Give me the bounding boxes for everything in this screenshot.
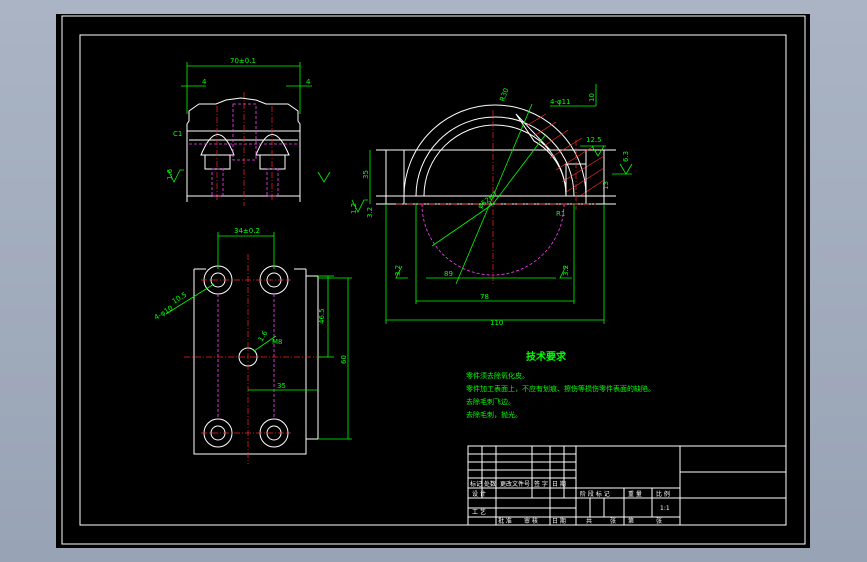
dim-r-label: R1 bbox=[556, 210, 565, 218]
tech-line-1: 零件须去除氧化皮。 bbox=[466, 371, 529, 380]
tb-sheet-no: 第 bbox=[628, 517, 634, 525]
dim-front-13: 13 bbox=[602, 181, 610, 190]
tb-date: 日 期 bbox=[552, 517, 566, 525]
dim-plan-width: 34±0.2 bbox=[234, 227, 260, 235]
dim-chamfer: C1 bbox=[173, 130, 182, 138]
tech-line-3: 去除毛刺飞边。 bbox=[466, 397, 515, 406]
tb-scale-value: 1:1 bbox=[660, 505, 670, 512]
dim-hole-dia: 4-φ10 bbox=[153, 304, 175, 322]
dim-front-89: 89 bbox=[444, 270, 453, 278]
dim-front-32-right: 3.2 bbox=[562, 265, 570, 276]
dim-center-label: M8 bbox=[272, 338, 283, 346]
dim-front-32: 3.2 bbox=[366, 207, 374, 218]
dim-center-depth: 1.6 bbox=[257, 329, 270, 343]
tb-scale: 比 例 bbox=[656, 490, 670, 498]
tb-weight: 重 量 bbox=[628, 490, 642, 498]
dim-front-32-left: 3.2 bbox=[394, 265, 402, 276]
dim-left-height: 1.6 bbox=[166, 168, 174, 180]
tb-process: 工 艺 bbox=[472, 508, 486, 516]
dim-height-465: 46.5 bbox=[318, 308, 326, 324]
tech-title: 技术要求 bbox=[526, 350, 567, 363]
dim-top-width: 70±0.1 bbox=[230, 57, 256, 65]
dim-rough-63: 6.3 bbox=[622, 151, 630, 162]
dim-front-12: 1.2 bbox=[350, 203, 358, 214]
tb-sign: 签 字 bbox=[534, 480, 548, 488]
tb-approve: 批 准 bbox=[498, 517, 512, 525]
top-view bbox=[186, 92, 301, 206]
outer-frame bbox=[61, 15, 806, 545]
tech-line-4: 去除毛刺，抛光。 bbox=[466, 410, 522, 419]
tb-date-col: 日 期 bbox=[552, 480, 566, 488]
dim-hole-depth: 10.5 bbox=[171, 291, 188, 306]
plan-dims: 34±0.2 4-φ10 10.5 1.6 M8 46.5 60 35 bbox=[153, 227, 352, 440]
inner-frame bbox=[79, 34, 787, 526]
dim-hole-4: 4-φ11 bbox=[550, 98, 571, 106]
dim-side-10: 10 bbox=[588, 93, 596, 102]
tb-check: 审 核 bbox=[524, 517, 538, 525]
front-view bbox=[376, 103, 616, 285]
tech-line-2: 零件加工表面上，不应有划痕、擦伤等损伤零件表面的缺陷。 bbox=[466, 384, 655, 393]
tb-sheet: 张 bbox=[610, 517, 616, 525]
dim-top-left: 4 bbox=[202, 78, 207, 86]
front-dims: R30 φ52H7 110 78 89 35 3.2 1.2 3.2 3.2 4… bbox=[350, 84, 633, 327]
title-block: 标记 处数 更改文件号 签 字 日 期 设 计 阶 段 标 记 重 量 比 例 … bbox=[467, 445, 787, 526]
cad-viewport[interactable]: 70±0.1 4 4 C1 1.6 34±0.2 bbox=[56, 14, 810, 548]
dim-top-right: 4 bbox=[306, 78, 311, 86]
dim-front-r: R30 bbox=[498, 87, 510, 103]
plan-view bbox=[184, 254, 328, 464]
tb-sheet-2: 张 bbox=[656, 517, 662, 525]
tb-design: 设 计 bbox=[472, 490, 486, 498]
tb-sheet-total: 共 bbox=[586, 517, 592, 525]
tb-count: 处数 bbox=[484, 480, 496, 488]
dim-rough-125: 12.5 bbox=[586, 136, 602, 144]
dim-offset-35: 35 bbox=[277, 382, 286, 390]
tb-stage: 阶 段 标 记 bbox=[580, 490, 610, 498]
top-dims: 70±0.1 4 4 C1 1.6 bbox=[166, 57, 331, 183]
drawing-canvas: 70±0.1 4 4 C1 1.6 34±0.2 bbox=[61, 15, 806, 545]
dim-front-78: 78 bbox=[480, 293, 489, 301]
dim-height-60: 60 bbox=[340, 355, 348, 364]
dim-front-35: 35 bbox=[362, 170, 370, 179]
tb-mark: 标记 bbox=[470, 480, 482, 488]
tech-requirements: 技术要求 零件须去除氧化皮。 零件加工表面上，不应有划痕、擦伤等损伤零件表面的缺… bbox=[466, 350, 655, 419]
dim-front-110: 110 bbox=[490, 319, 503, 327]
tb-change-doc: 更改文件号 bbox=[500, 480, 530, 488]
